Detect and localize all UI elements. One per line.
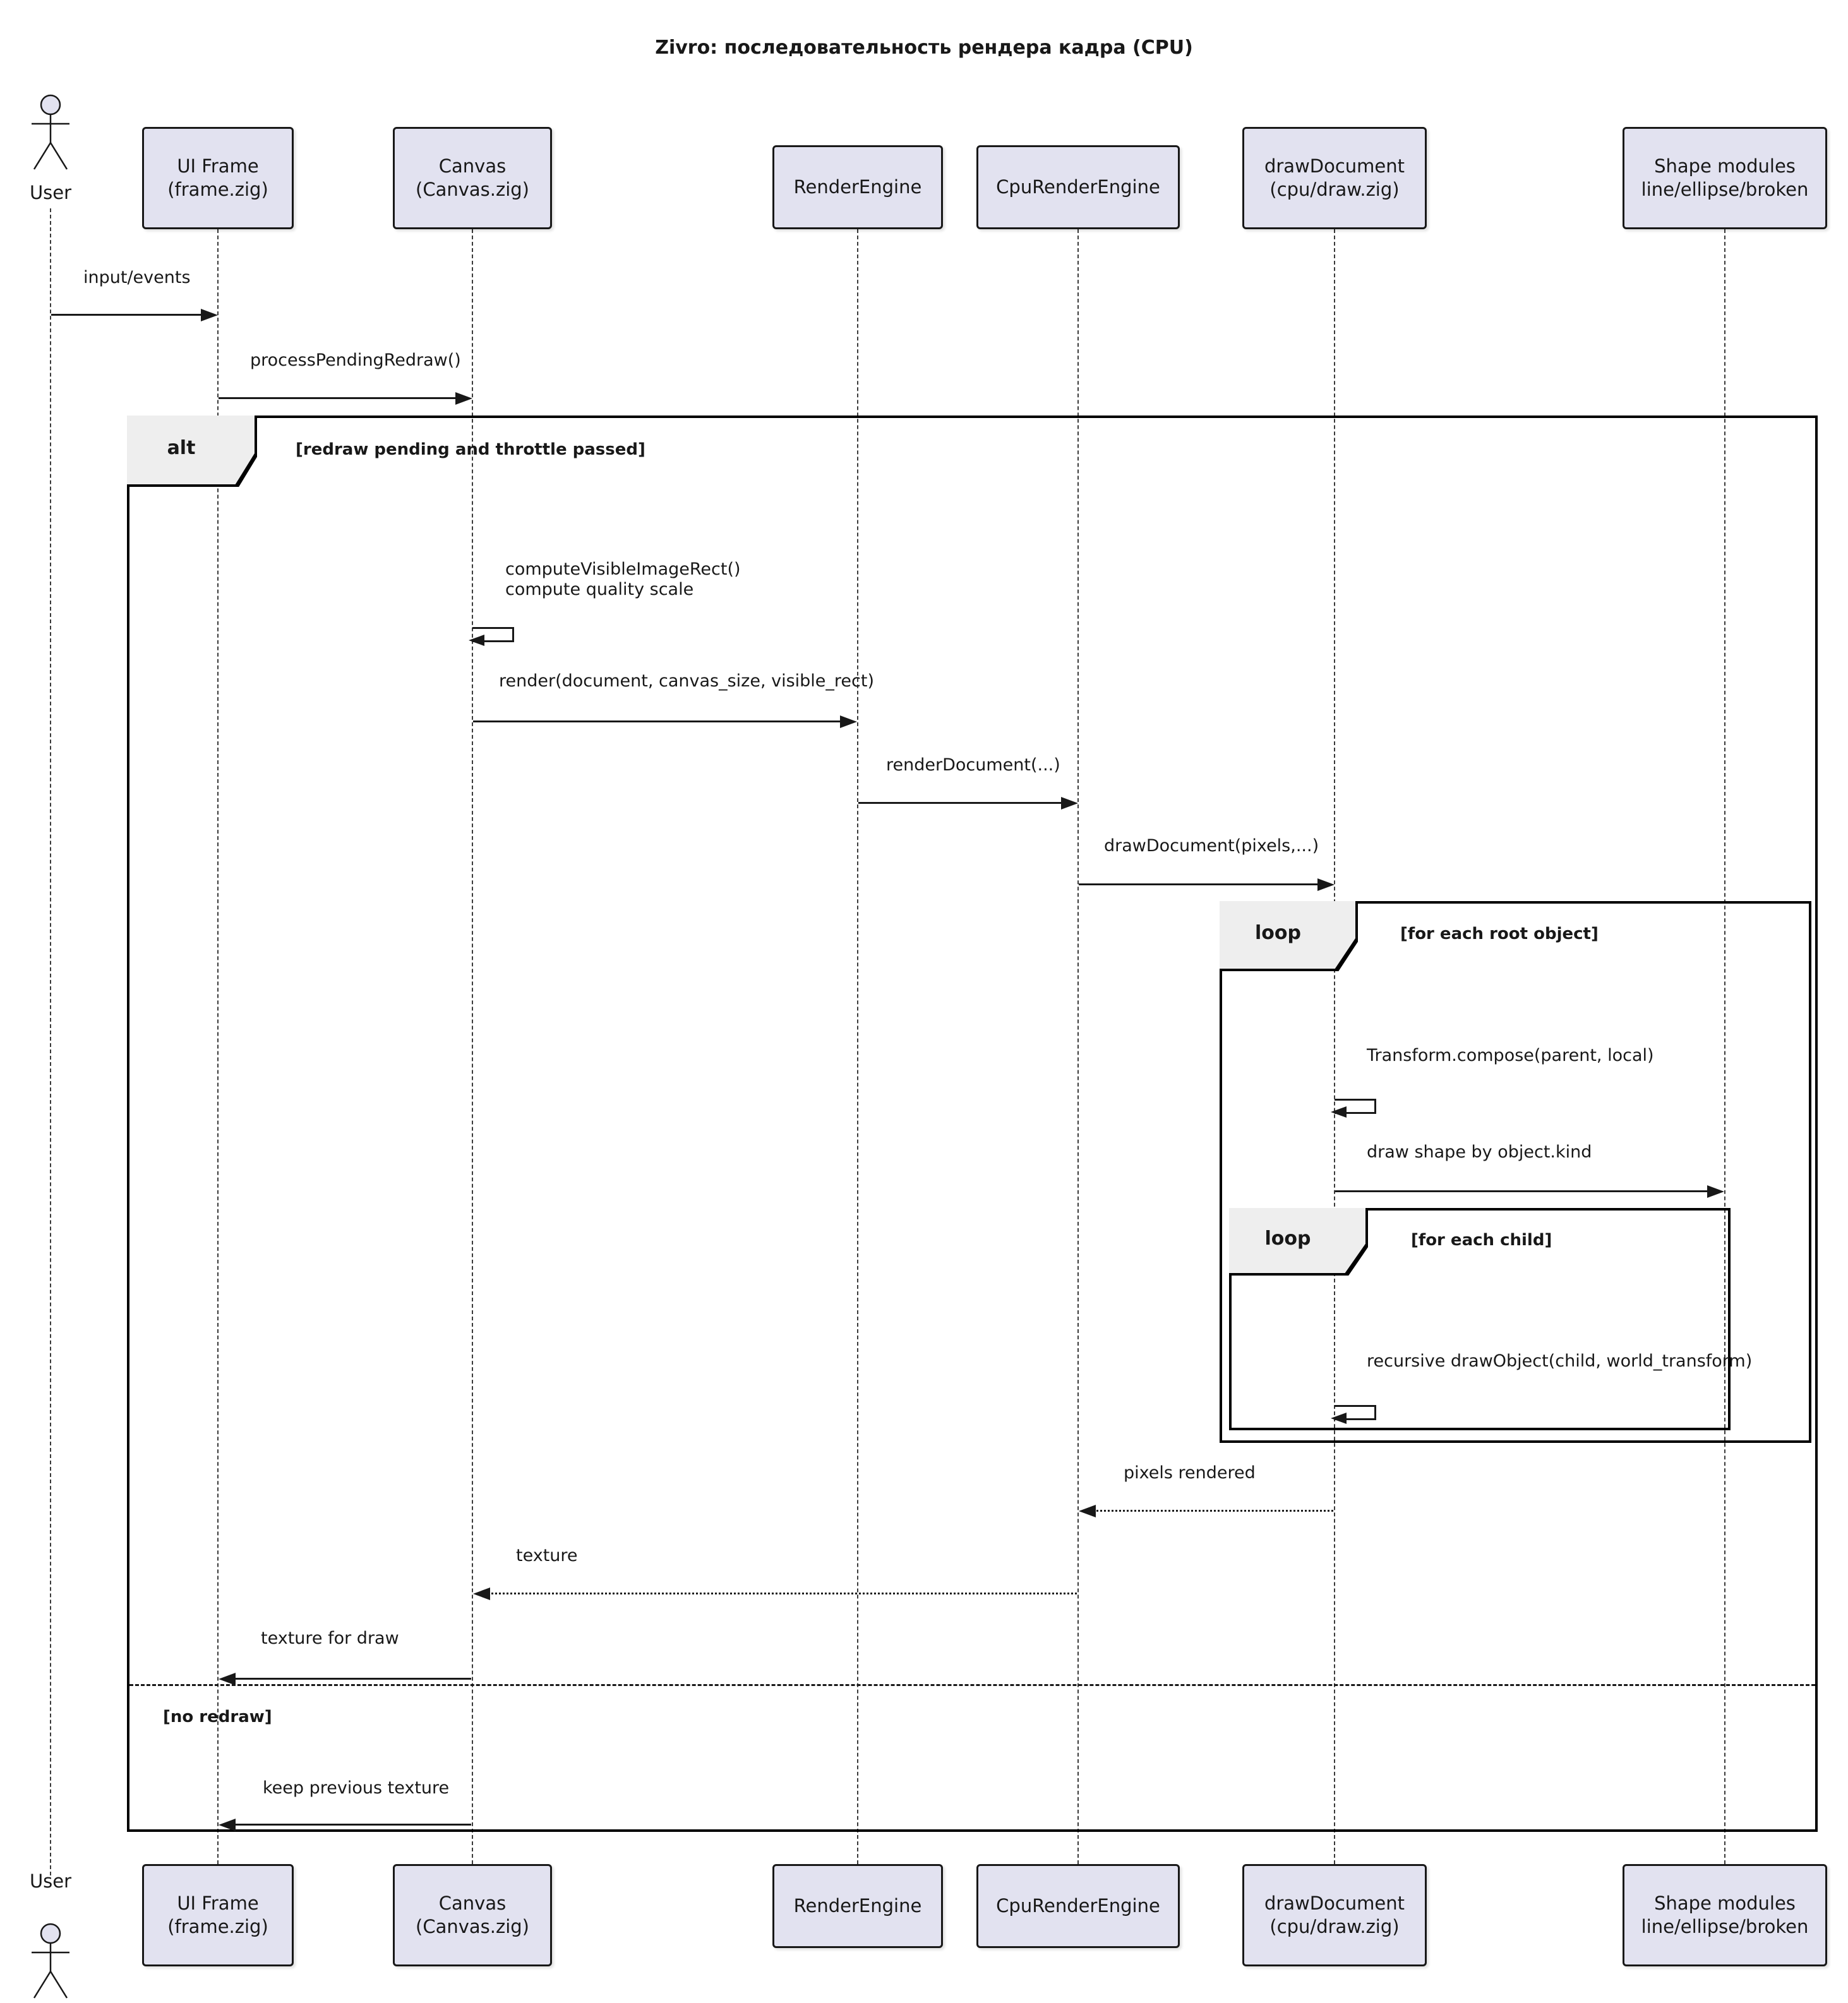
alt-divider xyxy=(129,1684,1815,1686)
message-render-document-label: renderDocument(...) xyxy=(886,755,1060,775)
user-actor-icon-bottom xyxy=(32,1923,69,1999)
lifeline-user xyxy=(50,208,51,1875)
participant-top-cpurenderengine: CpuRenderEngine xyxy=(976,145,1180,229)
lifeline-cpurenderengine xyxy=(1077,229,1079,1864)
self-message-compute-visible xyxy=(469,627,514,646)
message-transform-compose-label: Transform.compose(parent, local) xyxy=(1367,1046,1654,1065)
arrowhead-recursive-draw xyxy=(1331,1413,1347,1424)
participant-top-renderengine: RenderEngine xyxy=(772,145,943,229)
arrow-render xyxy=(473,720,843,722)
participant-top-shapemodules: Shape modules line/ellipse/broken xyxy=(1623,127,1827,229)
arrowhead-render-document xyxy=(1061,797,1078,810)
participant-bottom-uiframe: UI Frame (frame.zig) xyxy=(142,1864,294,1966)
loop-child-guard: [for each child] xyxy=(1411,1231,1552,1250)
arrow-draw-shape xyxy=(1335,1190,1710,1192)
message-process-pending-redraw-label: processPendingRedraw() xyxy=(250,350,461,370)
loop-root-header-label: loop xyxy=(1255,922,1301,944)
alt-header-label: alt xyxy=(167,437,196,459)
loop-child-header: loop xyxy=(1229,1208,1368,1276)
loop-root-guard: [for each root object] xyxy=(1400,924,1599,943)
arrow-draw-document xyxy=(1079,883,1319,885)
arrowhead-keep-previous-texture xyxy=(219,1819,236,1831)
self-message-transform-compose xyxy=(1331,1099,1376,1118)
alt-else-guard: [no redraw] xyxy=(163,1707,272,1726)
participant-top-uiframe: UI Frame (frame.zig) xyxy=(142,127,294,229)
alt-header-fill xyxy=(127,416,255,484)
loop-child-header-fill xyxy=(1229,1208,1365,1273)
user-actor-label: User xyxy=(29,182,72,203)
arrowhead-render xyxy=(840,715,857,728)
arrowhead-draw-shape xyxy=(1707,1185,1724,1198)
message-compute-visible-label: computeVisibleImageRect() compute qualit… xyxy=(505,559,741,599)
lifeline-shapemodules xyxy=(1724,229,1725,1864)
message-render-label: render(document, canvas_size, visible_re… xyxy=(499,671,874,691)
loop-root-header-fill xyxy=(1220,901,1355,969)
loop-root-frame xyxy=(1220,901,1811,1443)
message-draw-shape-label: draw shape by object.kind xyxy=(1367,1142,1592,1162)
arrowhead-draw-document xyxy=(1317,878,1335,891)
participant-bottom-drawdocument: drawDocument (cpu/draw.zig) xyxy=(1242,1864,1427,1966)
message-keep-previous-texture-label: keep previous texture xyxy=(263,1778,450,1798)
lifeline-canvas xyxy=(472,229,473,1864)
loop-child-frame xyxy=(1229,1208,1731,1430)
arrowhead-pixels-rendered xyxy=(1079,1505,1096,1517)
loop-child-header-label: loop xyxy=(1264,1228,1311,1250)
self-message-recursive-draw xyxy=(1331,1405,1376,1424)
message-texture-for-draw-label: texture for draw xyxy=(261,1629,399,1648)
arrowhead-compute-visible xyxy=(469,635,484,646)
arrowhead-process-pending-redraw xyxy=(455,392,472,405)
arrow-input-events xyxy=(51,314,203,316)
arrow-texture xyxy=(488,1593,1077,1594)
message-draw-document-label: drawDocument(pixels,...) xyxy=(1104,836,1319,856)
user-actor-icon xyxy=(32,94,69,170)
arrow-process-pending-redraw xyxy=(219,397,457,399)
loop-root-header: loop xyxy=(1220,901,1358,971)
lifeline-drawdocument xyxy=(1334,229,1335,1864)
participant-bottom-cpurenderengine: CpuRenderEngine xyxy=(976,1864,1180,1948)
alt-frame xyxy=(127,416,1818,1832)
arrowhead-texture-for-draw xyxy=(219,1673,236,1685)
lifeline-renderengine xyxy=(857,229,858,1864)
user-actor-label-bottom: User xyxy=(29,1870,72,1892)
message-pixels-rendered-label: pixels rendered xyxy=(1124,1463,1256,1483)
message-texture-label: texture xyxy=(516,1546,578,1565)
participant-top-drawdocument: drawDocument (cpu/draw.zig) xyxy=(1242,127,1427,229)
alt-frame-header: alt xyxy=(127,416,257,487)
arrowhead-input-events xyxy=(201,309,218,321)
participant-bottom-shapemodules: Shape modules line/ellipse/broken xyxy=(1623,1864,1827,1966)
diagram-title: Zivro: последовательность рендера кадра … xyxy=(655,37,1193,59)
arrowhead-texture xyxy=(473,1587,490,1600)
arrowhead-transform-compose xyxy=(1331,1106,1347,1118)
message-input-events-label: input/events xyxy=(83,268,191,287)
lifeline-uiframe xyxy=(217,229,219,1864)
participant-bottom-renderengine: RenderEngine xyxy=(772,1864,943,1948)
message-recursive-draw-label: recursive drawObject(child, world_transf… xyxy=(1367,1351,1753,1371)
participant-top-canvas: Canvas (Canvas.zig) xyxy=(393,127,552,229)
participant-bottom-canvas: Canvas (Canvas.zig) xyxy=(393,1864,552,1966)
alt-guard: [redraw pending and throttle passed] xyxy=(296,440,645,459)
arrow-render-document xyxy=(858,802,1063,804)
arrow-pixels-rendered xyxy=(1093,1510,1333,1512)
arrow-texture-for-draw xyxy=(233,1678,471,1680)
arrow-keep-previous-texture xyxy=(233,1824,471,1826)
